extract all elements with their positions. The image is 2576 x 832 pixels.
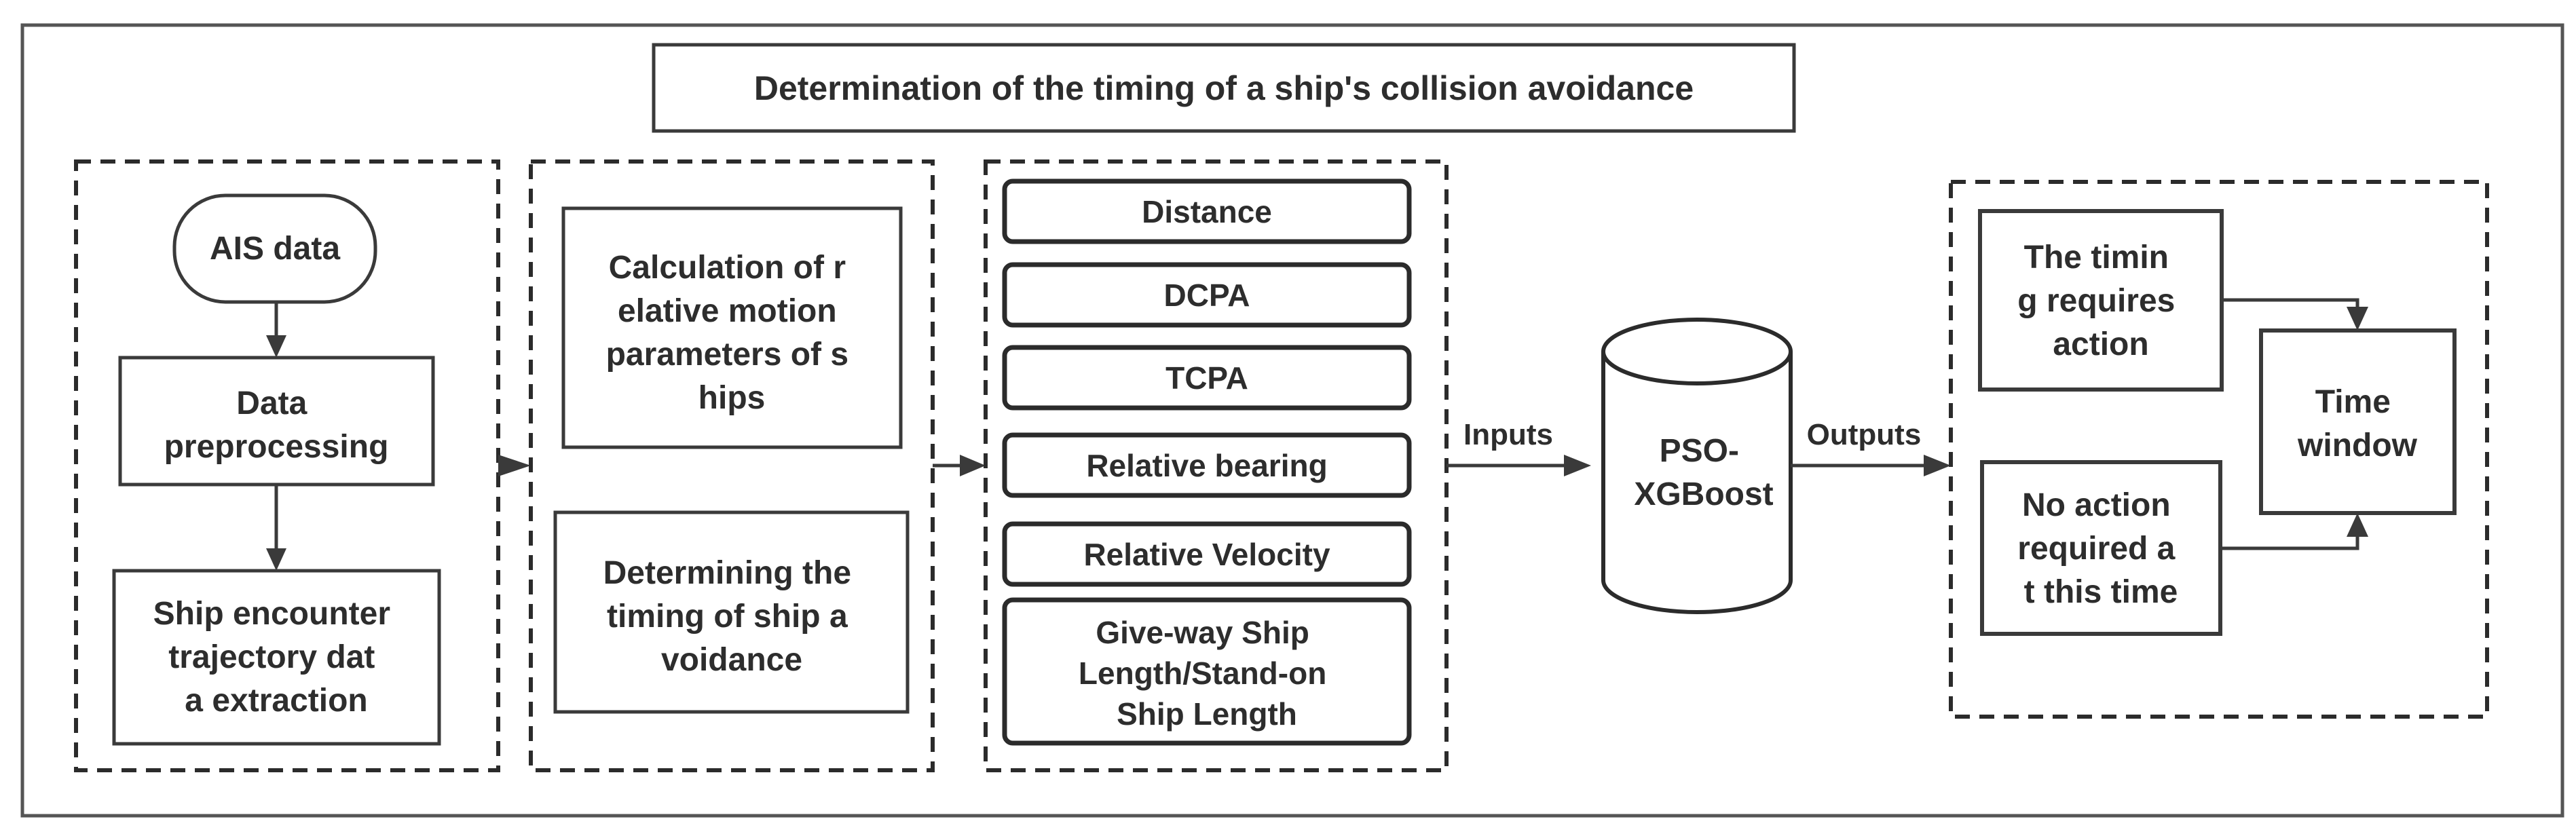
model-line-2: XGBoost — [1634, 476, 1773, 512]
ais-data-node: AIS data — [172, 193, 377, 304]
svg-text:Determining the timing o: Determining the timing of ship a voidanc… — [603, 555, 861, 678]
arrow-inputs — [1446, 455, 1591, 476]
svg-text:Ship encounter trajector: Ship encounter trajectory dat a extracti… — [153, 596, 400, 719]
diagram-title: Determination of the timing of a ship's … — [754, 69, 1694, 107]
svg-text:No action required a: No action required a t this time — [2017, 487, 2184, 610]
requires-action-line-2: g requires — [2017, 283, 2175, 319]
avoidance-timing-node: Determining the timing of ship a voidanc… — [553, 510, 910, 714]
title-box: Determination of the timing of a ship's … — [652, 43, 1796, 133]
svg-text:Time window: Time window — [2297, 384, 2418, 464]
length-ratio-line-3: Ship Length — [1117, 696, 1297, 732]
relative-motion-node: Calculation of r elative motion paramete… — [561, 206, 903, 449]
model-line-1: PSO- — [1660, 433, 1739, 469]
time-window-line-2: window — [2297, 428, 2418, 464]
extraction-line-2: trajectory dat — [168, 639, 375, 675]
requires-action-node: The timin g requires action — [1978, 209, 2224, 392]
arrow-no-action-to-window — [2220, 513, 2368, 550]
feature-dcpa: DCPA — [1002, 262, 1412, 328]
feature-relative-velocity: Relative Velocity — [1002, 521, 1412, 587]
avoidance-timing-line-1: Determining the — [603, 555, 851, 591]
time-window-line-1: Time — [2315, 384, 2391, 420]
ais-data-label: AIS data — [210, 231, 340, 267]
arrow-stage1-to-stage2 — [498, 455, 531, 476]
svg-text:Data preprocessing: Data preprocessing — [164, 385, 389, 465]
extraction-node: Ship encounter trajectory dat a extracti… — [112, 569, 441, 746]
outputs-label: Outputs — [1807, 418, 1922, 451]
requires-action-line-3: action — [2053, 326, 2148, 362]
feature-tcpa-label: TCPA — [1165, 360, 1248, 396]
avoidance-timing-line-2: timing of ship a — [607, 599, 848, 635]
inputs-label: Inputs — [1463, 418, 1553, 451]
no-action-line-2: required a — [2017, 531, 2175, 567]
extraction-line-1: Ship encounter — [153, 596, 390, 632]
avoidance-timing-line-3: voidance — [661, 642, 802, 678]
feature-relative-bearing-label: Relative bearing — [1086, 448, 1327, 483]
outer-frame — [20, 23, 2564, 818]
relative-motion-line-2: elative motion — [618, 293, 837, 329]
feature-tcpa: TCPA — [1002, 345, 1412, 411]
preprocessing-line-1: Data — [236, 385, 307, 421]
stage2-group — [529, 159, 935, 772]
no-action-line-3: t this time — [2024, 574, 2178, 610]
arrow-requires-to-window — [2222, 298, 2368, 330]
preprocessing-node: Data preprocessing — [118, 356, 435, 487]
pso-xgboost-model: PSO- XGBoost — [1601, 318, 1793, 614]
arrow-outputs — [1791, 455, 1951, 476]
arrow-preprocess-to-extract — [266, 485, 286, 571]
arrow-ais-to-preprocess — [266, 302, 286, 358]
feature-relative-bearing: Relative bearing — [1002, 432, 1412, 498]
preprocessing-line-2: preprocessing — [164, 429, 389, 465]
extraction-line-3: a extraction — [185, 683, 367, 719]
svg-text:Calculation of r elative: Calculation of r elative motion paramete… — [606, 250, 858, 416]
feature-distance: Distance — [1002, 178, 1412, 244]
relative-motion-line-4: hips — [698, 380, 766, 416]
feature-relative-velocity-label: Relative Velocity — [1083, 537, 1330, 572]
time-window-node: Time window — [2259, 328, 2457, 515]
no-action-line-1: No action — [2022, 487, 2171, 523]
feature-dcpa-label: DCPA — [1164, 278, 1250, 313]
relative-motion-line-1: Calculation of r — [609, 250, 846, 286]
feature-distance-label: Distance — [1142, 194, 1272, 229]
svg-text:The timin g requires: The timin g requires action — [2017, 240, 2184, 362]
arrow-stage2-to-features — [933, 455, 986, 476]
svg-text:Give-way Ship Length/Sta: Give-way Ship Length/Stand-on Ship Lengt… — [1079, 615, 1335, 732]
svg-text:PSO- XGBoost: PSO- XGBoost — [1634, 433, 1773, 512]
feature-length-ratio: Give-way Ship Length/Stand-on Ship Lengt… — [1002, 597, 1412, 746]
requires-action-line-1: The timin — [2024, 240, 2169, 276]
length-ratio-line-2: Length/Stand-on — [1079, 656, 1326, 691]
no-action-node: No action required a t this time — [1980, 460, 2222, 636]
length-ratio-line-1: Give-way Ship — [1096, 615, 1309, 650]
relative-motion-line-3: parameters of s — [606, 337, 849, 373]
